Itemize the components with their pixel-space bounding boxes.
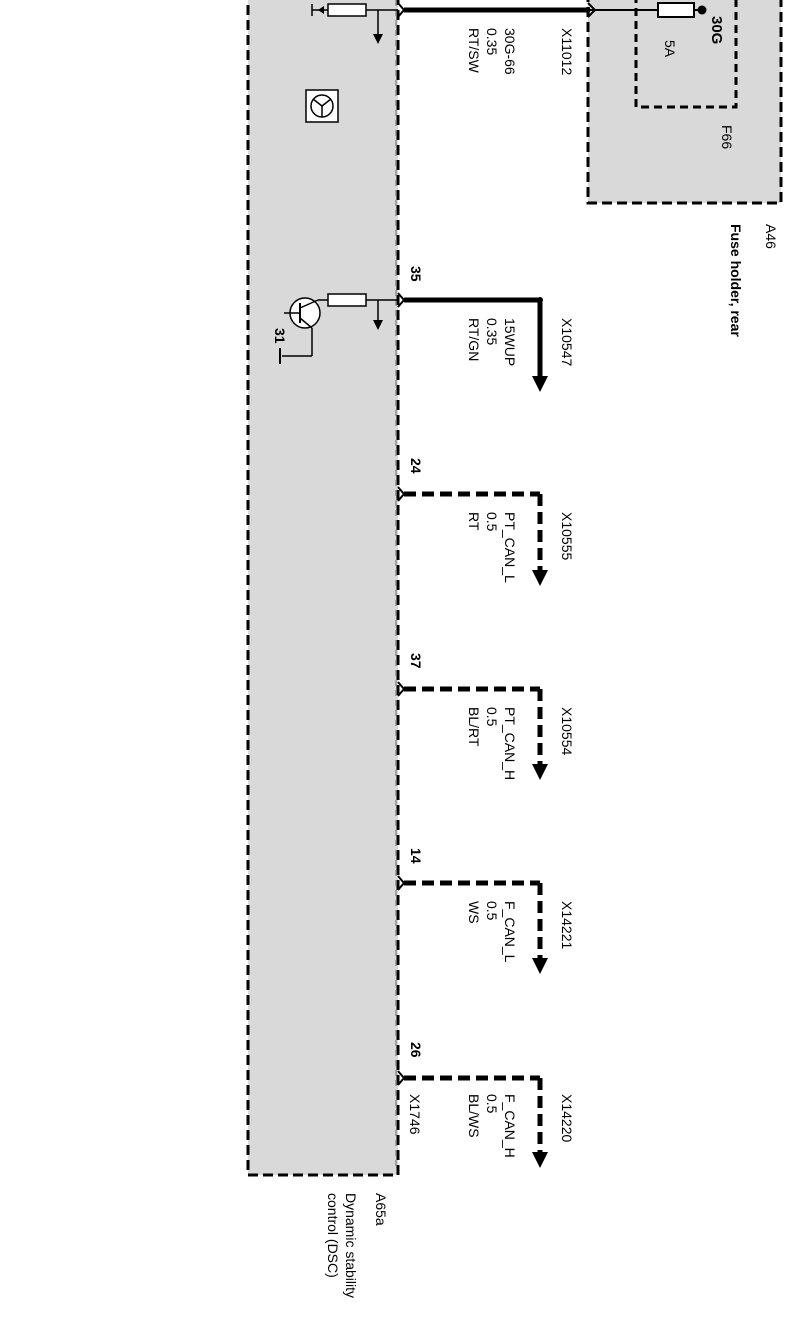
fuse-holder-a46: 30G 5A F66 A46 Fuse holder, rear <box>586 0 783 337</box>
internal-resistor <box>327 3 367 17</box>
pin-number-label: 35 <box>408 266 424 282</box>
fuse-terminal-label: 30G <box>708 16 725 44</box>
wire-connector-label: X11012 <box>559 28 575 75</box>
wire-signal-label: F_CAN_H <box>502 1094 518 1158</box>
control-unit-name-line1: Dynamic stability <box>343 1193 359 1298</box>
fuse-holder-box <box>586 0 783 205</box>
wire-gauge-label: 0.5 <box>484 901 500 921</box>
control-unit-a65a: A65a Dynamic stability control (DSC) <box>246 0 400 1298</box>
wire-pin35: 35 X10547 15WUP 0.35 RT/GN <box>397 266 575 392</box>
dsc-module-icon <box>305 89 339 123</box>
control-unit-box <box>246 0 400 1177</box>
pin-number-label: 24 <box>408 458 424 474</box>
wire-30g-66: X11012 30G-66 0.35 RT/SW <box>397 2 590 75</box>
pin-number-label: 14 <box>408 848 424 864</box>
wire-signal-label: PT_CAN_H <box>502 707 518 780</box>
wire-connector-label: X14221 <box>559 901 575 949</box>
wire-gauge-label: 0.35 <box>484 318 500 345</box>
wire-gauge-label: 0.5 <box>484 707 500 727</box>
wire-connector-label: X14220 <box>559 1094 575 1142</box>
control-unit-id: A65a <box>373 1193 389 1226</box>
fuse-f66-box <box>634 0 738 109</box>
arrow-down-icon <box>532 570 548 586</box>
fuse-rating-label: 5A <box>662 40 678 58</box>
arrow-down-icon <box>532 1152 548 1168</box>
wire-connector-label: X10547 <box>559 318 575 366</box>
ground-connector-label: X1746 <box>407 1094 423 1135</box>
fuse-holder-id: A46 <box>763 224 779 249</box>
wire-signal-label: 15WUP <box>502 318 518 366</box>
wire-pin26: 26 X14220 F_CAN_H 0.5 BL/WS X1746 <box>397 1042 575 1168</box>
internal-circuit-top <box>311 3 398 44</box>
arrow-down-icon <box>532 958 548 974</box>
wire-signal-label: F_CAN_L <box>502 901 518 963</box>
wire-color-label: BL/RT <box>466 707 482 747</box>
arrow-down-icon <box>532 764 548 780</box>
wire-pin37: 37 X10554 PT_CAN_H 0.5 BL/RT <box>397 653 575 780</box>
wire-pin14: 14 X14221 F_CAN_L 0.5 WS <box>397 848 575 974</box>
wire-gauge-label: 0.5 <box>484 1094 500 1114</box>
pin-number-label: 37 <box>408 653 424 669</box>
fuse-id-label: F66 <box>719 125 735 149</box>
ground-terminal-label: 31 <box>272 328 288 344</box>
wire-color-label: RT <box>466 512 482 531</box>
wire-signal-label: 30G-66 <box>502 28 518 75</box>
wire-pin24: 24 X10555 PT_CAN_L 0.5 RT <box>397 458 575 586</box>
wire-connector-label: X10555 <box>559 512 575 560</box>
arrow-down-icon <box>532 376 548 392</box>
control-unit-name-line2: control (DSC) <box>325 1193 341 1278</box>
pin-number-label: 26 <box>408 1042 424 1058</box>
fuse-symbol <box>657 2 695 18</box>
wire-signal-label: PT_CAN_L <box>502 512 518 583</box>
wire-color-label: RT/GN <box>466 318 482 361</box>
internal-circuit-pin35: 31 <box>272 293 398 364</box>
wire-gauge-label: 0.5 <box>484 512 500 532</box>
wire-connector-label: X10554 <box>559 707 575 755</box>
wire-color-label: WS <box>466 901 482 924</box>
fuse-holder-name: Fuse holder, rear <box>728 224 744 337</box>
wire-color-label: RT/SW <box>466 28 482 74</box>
pin35-resistor <box>327 293 367 307</box>
wire-gauge-label: 0.35 <box>484 28 500 55</box>
fuse-terminal-dot <box>697 5 707 15</box>
wire-color-label: BL/WS <box>466 1094 482 1138</box>
fuse-plug-bracket <box>587 2 597 18</box>
